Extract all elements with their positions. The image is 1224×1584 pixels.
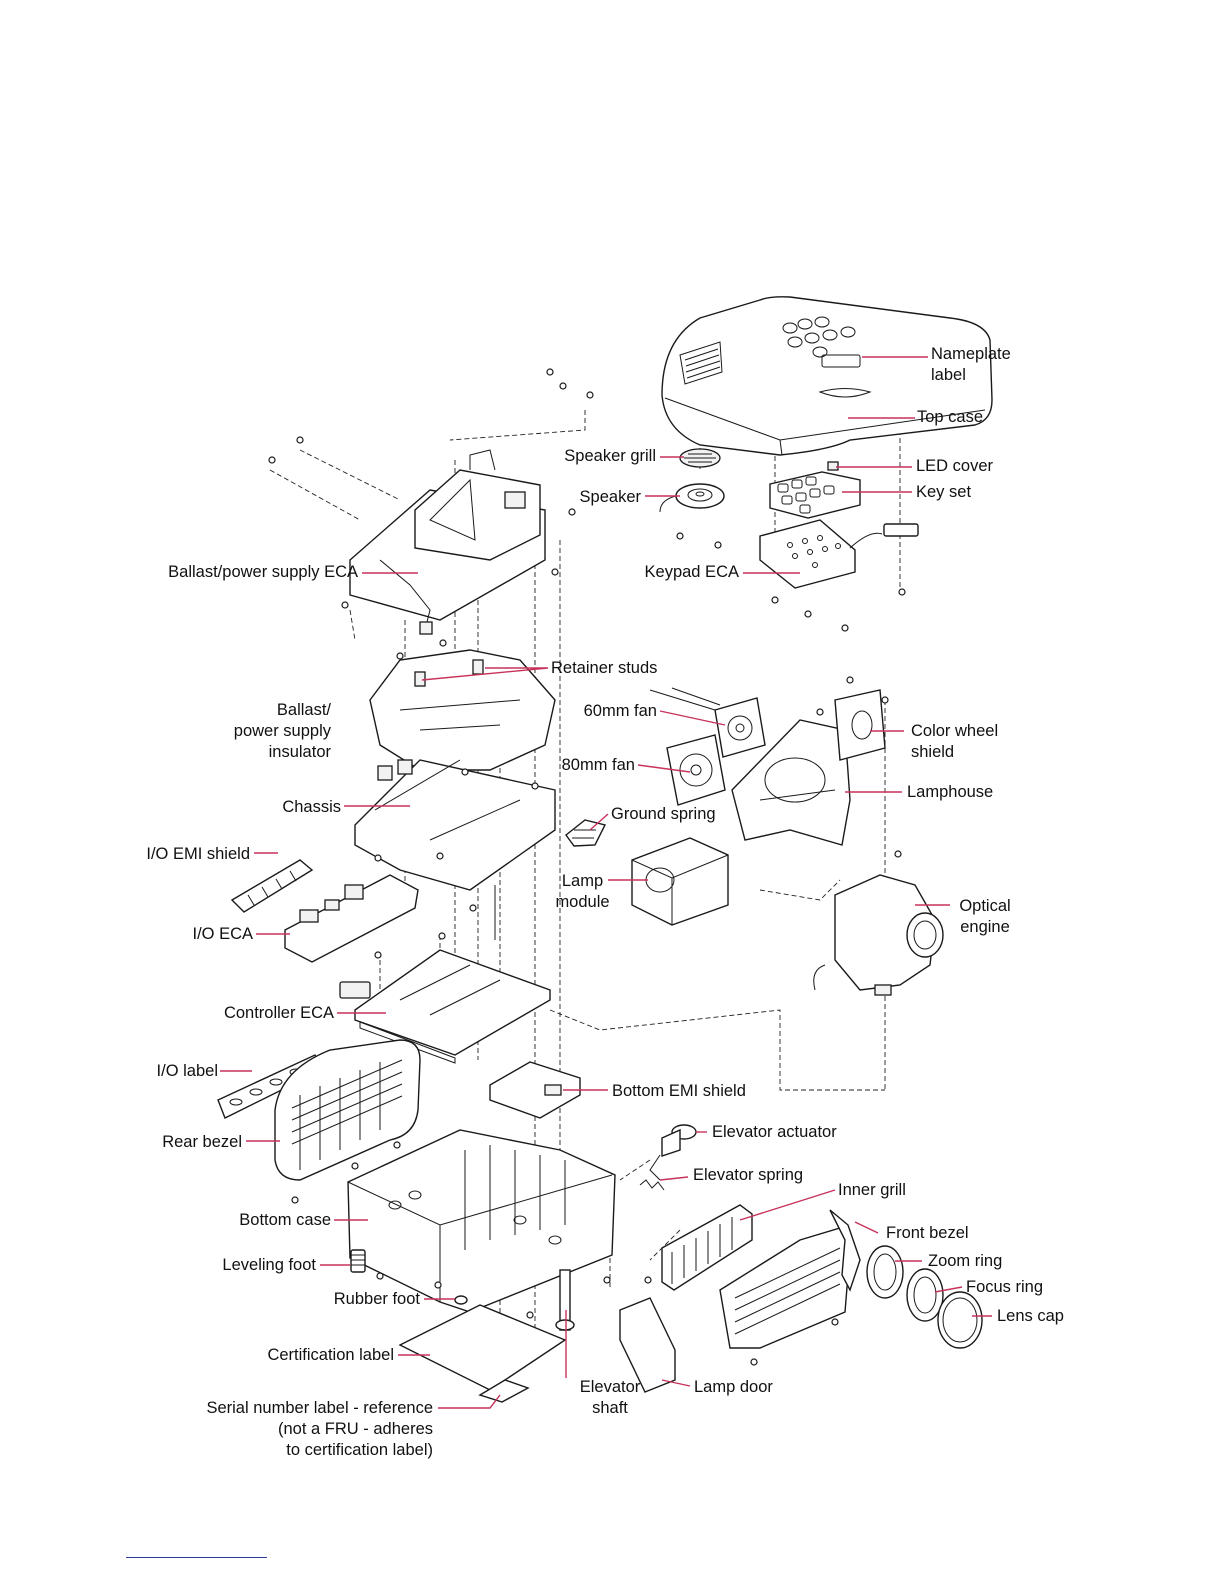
label-retainer-studs: Retainer studs: [551, 659, 658, 677]
label-elevator-actuator: Elevator actuator: [712, 1123, 837, 1141]
label-rear-bezel: Rear bezel: [162, 1133, 242, 1151]
label-front-bezel: Front bezel: [886, 1224, 969, 1242]
speaker-part: [659, 483, 725, 549]
leveling-foot-part: [350, 1249, 366, 1273]
chassis-part: [354, 759, 556, 891]
label-io-emi-shield: I/O EMI shield: [146, 845, 250, 863]
label-inner-grill: Inner grill: [838, 1181, 906, 1199]
label-fan-80mm: 80mm fan: [561, 756, 635, 774]
label-lamp-door: Lamp door: [694, 1378, 773, 1396]
led-cover-part: [827, 461, 839, 471]
top-case-vent: [679, 341, 723, 385]
certification-label-part: [398, 1304, 567, 1391]
label-led-cover: LED cover: [916, 457, 994, 475]
label-ground-spring: Ground spring: [611, 805, 716, 823]
speaker-grill-part: [679, 448, 721, 468]
label-key-set: Key set: [916, 483, 972, 501]
controller-eca-part: [339, 885, 551, 1064]
keypad-eca-part: [759, 519, 919, 632]
label-ballast-power-supply-eca: Ballast/power supply ECA: [168, 563, 358, 581]
label-lamphouse: Lamphouse: [907, 783, 994, 801]
inner-grill-part: [661, 1204, 753, 1291]
top-case-part: [661, 296, 993, 456]
elevator-spring-part: [639, 1179, 665, 1191]
label-rubber-foot: Rubber foot: [333, 1290, 420, 1308]
label-chassis: Chassis: [282, 798, 341, 816]
label-focus-ring: Focus ring: [966, 1278, 1044, 1296]
label-top-case: Top case: [917, 408, 984, 426]
color-wheel-shield-part: [834, 676, 889, 761]
zoom-ring-part: [866, 1245, 904, 1299]
label-lens-cap: Lens cap: [997, 1307, 1064, 1325]
io-eca-part: [284, 854, 419, 963]
ground-spring-part: [565, 819, 607, 847]
ballast-insulator-part: [369, 639, 556, 771]
lamphouse-part: [731, 708, 851, 846]
label-elevator-spring: Elevator spring: [693, 1166, 804, 1184]
bottom-case-part: [347, 1129, 616, 1319]
rubber-foot-part: [454, 1295, 468, 1305]
label-controller-eca: Controller ECA: [223, 1004, 334, 1022]
label-certification-label: Certification label: [267, 1346, 394, 1364]
serial-number-label-part: [478, 1379, 530, 1403]
label-speaker-grill: Speaker grill: [564, 447, 656, 465]
io-emi-shield-part: [230, 859, 314, 913]
elevator-actuator-part: [649, 1124, 697, 1181]
optical-engine-part: [813, 850, 944, 996]
rear-bezel-part: [274, 1039, 421, 1204]
lens-cap-part: [937, 1291, 983, 1349]
fan-80mm-part: [666, 734, 726, 806]
bottom-emi-shield-part: [489, 1061, 581, 1119]
label-io-eca: I/O ECA: [192, 925, 253, 943]
focus-ring-part: [906, 1268, 944, 1322]
label-speaker: Speaker: [579, 488, 641, 506]
fan-60mm-part: [649, 687, 766, 758]
key-set-part: [769, 471, 861, 519]
elevator-shaft-part: [555, 1269, 575, 1331]
label-bottom-case: Bottom case: [239, 1211, 331, 1229]
lamp-door-part: [619, 1276, 676, 1393]
label-serial-number-label: Serial number label - reference(not a FR…: [206, 1399, 433, 1459]
front-bezel-part: [719, 1209, 861, 1366]
footer-rule: [126, 1557, 267, 1558]
leader-lines: [220, 356, 992, 1409]
label-bottom-emi-shield: Bottom EMI shield: [612, 1082, 746, 1100]
top-case-button-holes: [782, 316, 856, 358]
label-keypad-eca: Keypad ECA: [644, 563, 739, 581]
label-zoom-ring: Zoom ring: [928, 1252, 1003, 1270]
label-leveling-foot: Leveling foot: [222, 1256, 316, 1274]
label-io-label: I/O label: [156, 1062, 218, 1080]
lamp-module-part: [631, 837, 729, 926]
label-fan-60mm: 60mm fan: [583, 702, 657, 720]
